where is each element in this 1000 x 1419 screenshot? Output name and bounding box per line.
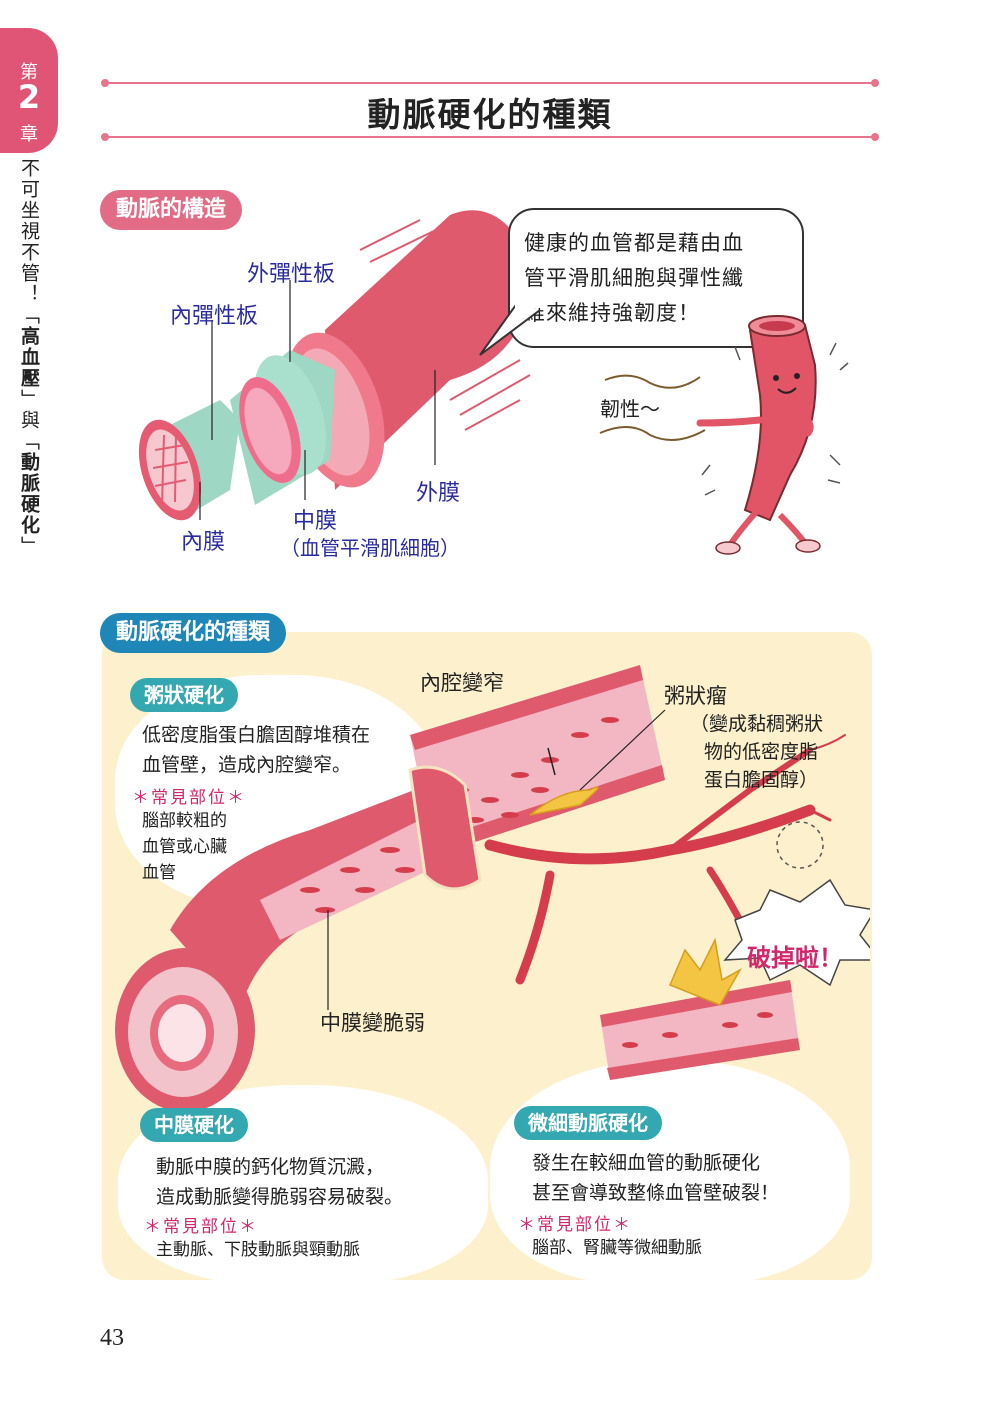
chapter-title: 不可坐視不管！「高血壓」與「動脈硬化」 xyxy=(18,158,40,557)
medial-title: 中膜硬化 xyxy=(140,1108,248,1142)
chapter-tab: 第 2 章 xyxy=(0,28,58,153)
speech-bubble: 健康的血管都是藉由血 管平滑肌細胞與彈性纖 維來維持強韌度！ xyxy=(508,208,804,348)
header-rule-top xyxy=(101,79,879,87)
arteriolar-bubble xyxy=(490,1060,850,1285)
arteriolar-where: 腦部、腎臟等微細動脈 xyxy=(532,1238,702,1258)
label-media: 中膜 xyxy=(293,509,338,534)
atherosclerosis-title: 粥狀硬化 xyxy=(130,678,238,712)
types-section-label: 動脈硬化的種類 xyxy=(100,613,287,653)
medial-where: 主動脈、下肢動脈與頸動脈 xyxy=(156,1240,360,1260)
page-title: 動脈硬化的種類 xyxy=(367,95,613,134)
label-outer-elastic: 外彈性板 xyxy=(247,262,336,287)
label-inner-elastic: 內彈性板 xyxy=(170,304,259,329)
header-rule-bottom xyxy=(101,133,879,141)
page-number: 43 xyxy=(100,1325,124,1351)
chapter-prefix: 第 xyxy=(20,62,38,83)
chapter-suffix: 章 xyxy=(20,124,38,145)
mascot-text: 韌性～ xyxy=(600,397,660,421)
speech-bubble-tail xyxy=(479,300,547,356)
artery-layers-illustration xyxy=(138,210,531,521)
label-atheroma: 粥狀瘤 xyxy=(664,684,727,708)
chapter-number: 2 xyxy=(17,78,41,116)
arteriolar-title: 微細動脈硬化 xyxy=(514,1106,662,1140)
label-intima: 內膜 xyxy=(181,530,226,555)
label-lumen-narrow: 內腔變窄 xyxy=(420,671,504,695)
atheroma-note: （變成黏稠粥狀 物的低密度脂 蛋白膽固醇） xyxy=(690,713,824,791)
medial-desc: 動脈中膜的鈣化物質沉澱， 造成動脈變得脆弱容易破裂。 xyxy=(156,1156,404,1208)
label-adventitia: 外膜 xyxy=(416,481,461,506)
label-media-note: （血管平滑肌細胞） xyxy=(280,536,460,560)
burst-label: 破掉啦！ xyxy=(747,944,843,972)
vessel-mascot-icon xyxy=(599,315,849,555)
medial-where-label: ＊常見部位＊ xyxy=(144,1217,258,1237)
arteriolar-where-label: ＊常見部位＊ xyxy=(518,1215,632,1235)
artery-types-illustration xyxy=(115,665,870,1110)
atherosclerosis-where: 腦部較粗的 血管或心臟 血管 xyxy=(142,811,227,883)
arteriolar-desc: 發生在較細血管的動脈硬化 甚至會導致整條血管壁破裂！ xyxy=(532,1152,780,1204)
atherosclerosis-where-label: ＊常見部位＊ xyxy=(132,788,246,808)
label-media-fragile: 中膜變脆弱 xyxy=(320,1011,425,1035)
atherosclerosis-desc: 低密度脂蛋白膽固醇堆積在 血管壁，造成內腔變窄。 xyxy=(142,724,371,776)
structure-section-label: 動脈的構造 xyxy=(100,190,243,230)
